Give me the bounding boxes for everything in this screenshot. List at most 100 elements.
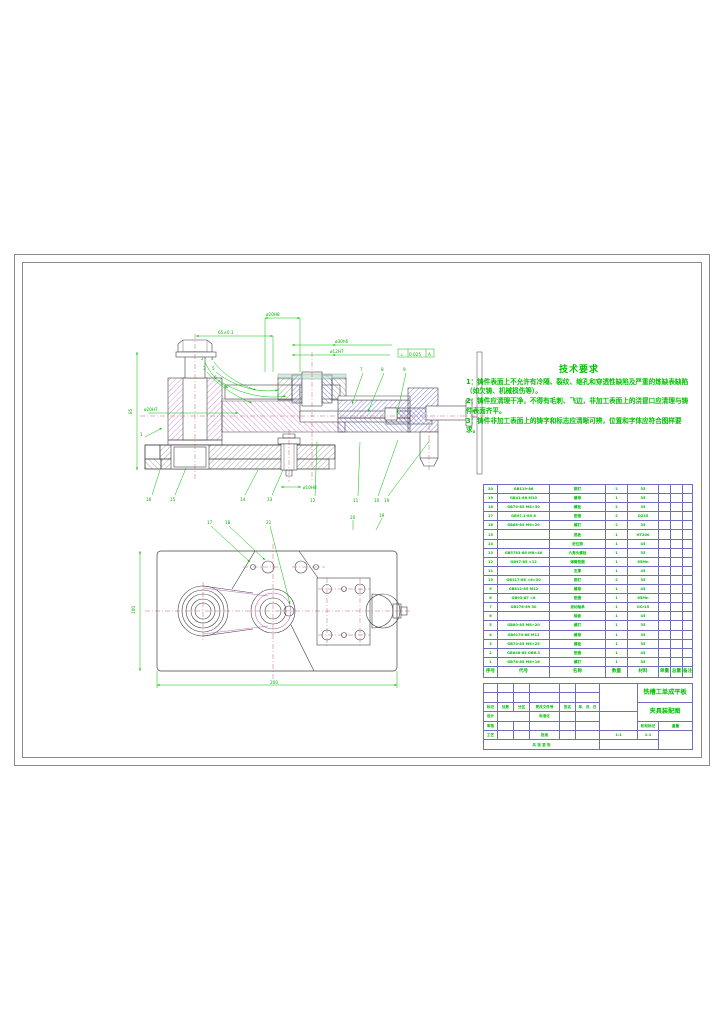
bom-cell-remark [682, 611, 693, 622]
bom-cell-code: GB68-85 M6×20 [497, 520, 550, 531]
bom-cell-remark [682, 529, 693, 540]
dim-d20h7: ø20H7 [144, 407, 158, 412]
bom-cell-qty: 2 [605, 483, 628, 495]
dim-100: 100 [131, 606, 136, 614]
bom-cell-name: 螺母 [549, 493, 606, 504]
callout-19: 19 [379, 513, 385, 518]
tb-cell: . [559, 729, 576, 741]
callout-21: 21 [266, 520, 272, 525]
technical-requirement-item: 1：铸件表面上不允许有冷隔、裂纹、缩孔和穿透性缺陷及严重的炼缺表缺陷（如欠铸、机… [466, 378, 689, 396]
callout-2: 2 [201, 356, 204, 361]
bom-cell-material: 35 [627, 520, 659, 531]
bom-cell-no: 18 [483, 502, 498, 513]
bom-cell-qty: 2 [605, 502, 628, 513]
bom-cell-material: Q235 [627, 511, 659, 522]
section-view: 65±0.1 ø20H8 ø30h6 ø12H7 ⊥ 0.025 A 85 [128, 312, 490, 503]
bom-cell-name: 定位销 [549, 538, 606, 549]
bom-cell-remark [682, 638, 693, 649]
bom-cell-material: HT200 [627, 529, 659, 540]
bom-cell-material: 35 [627, 638, 659, 649]
gdt-tolerance: 0.025 [409, 352, 421, 357]
dim-200: 200 [270, 680, 278, 685]
bom-cell-no: 11 [483, 565, 498, 576]
tb-cell: . [599, 711, 638, 731]
bom-cell-qty: 1 [605, 556, 628, 567]
plan-view: 200 100 17 18 21 20 19 [131, 513, 410, 688]
tb-label-docno: 更改文件号 [529, 701, 560, 713]
bom-cell-unitweight [658, 493, 671, 504]
bom-cell-qty: 1 [605, 538, 628, 549]
bom-cell-name: 垫圈 [549, 593, 606, 604]
tb-label-sheets: 共 张 第 张 [483, 739, 600, 750]
bom-cell-qty: 1 [605, 593, 628, 604]
bom-cell-remark [682, 556, 693, 567]
bom-cell-unitweight [658, 547, 671, 558]
callout-19b: 19 [384, 498, 390, 503]
bom-cell-name: 螺母 [549, 629, 606, 640]
tb-cell: . [529, 682, 560, 694]
bom-cell-totalweight [670, 520, 683, 531]
bom-cell-unitweight [658, 511, 671, 522]
bom-cell-totalweight [670, 593, 683, 604]
bom-cell-unitweight [658, 629, 671, 640]
bom-cell-unitweight [658, 602, 671, 613]
technical-requirements-heading: 技术要求 [558, 365, 599, 375]
bom-cell-remark [682, 483, 693, 495]
tb-label-design: 设计 [483, 711, 498, 722]
bom-cell-remark [682, 620, 693, 631]
tb-cell: . [559, 711, 576, 722]
bom-cell-totalweight [670, 538, 683, 549]
bom-cell-code [497, 529, 550, 540]
bom-cell-qty: 1 [605, 493, 628, 504]
bom-cell-remark [682, 565, 693, 576]
bom-cell-totalweight [670, 511, 683, 522]
bom-cell-remark [682, 574, 693, 586]
technical-requirement-item: 3：铸件非加工表面上的铸字和标志应清晰可辨，位置和字体应符合图样要求。 [466, 416, 682, 435]
bom-cell-unitweight [658, 574, 671, 586]
bom-cell-totalweight [670, 611, 683, 622]
bom-cell-remark [682, 602, 693, 613]
bom-cell-name: 螺栓 [549, 638, 606, 649]
callout-15: 15 [170, 497, 176, 502]
tb-blank-zone [599, 682, 638, 713]
bom-cell-name: 支撑 [549, 565, 606, 576]
tb-cell: . [513, 729, 530, 741]
bom-cell-totalweight [670, 656, 683, 667]
callout-4: 4 [211, 356, 214, 361]
tb-cell: . [559, 682, 576, 694]
tb-cell: . [513, 682, 530, 694]
tb-cell: . [497, 729, 514, 741]
bom-cell-name: 滚动轴承 [549, 602, 606, 613]
bom-cell-unitweight [658, 502, 671, 513]
bom-cell-totalweight [670, 638, 683, 649]
tb-label-approve: 批准 [529, 729, 560, 741]
bom-cell-remark [682, 502, 693, 513]
bom-cell-code: GB276-89 30 [497, 602, 550, 613]
bom-cell-material: 45 [627, 647, 659, 658]
tb-cell: . [497, 682, 514, 694]
bom-cell-totalweight [670, 647, 683, 658]
bom-cell-code: GB119-86 [497, 483, 550, 495]
bom-cell-qty: 1 [605, 620, 628, 631]
bom-cell-totalweight [670, 629, 683, 640]
bom-cell-code [497, 611, 550, 622]
dim-d10h8: ø10H8 [303, 485, 317, 490]
bom-cell-qty: 1 [605, 584, 628, 595]
bom-cell-material: 35 [627, 656, 659, 667]
bom-cell-totalweight [670, 574, 683, 586]
sheet-border-inner [22, 262, 702, 758]
bom-cell-material: 45 [627, 611, 659, 622]
bom-cell-totalweight [670, 602, 683, 613]
bom-cell-code: GB70-85 M8×30 [497, 502, 550, 513]
